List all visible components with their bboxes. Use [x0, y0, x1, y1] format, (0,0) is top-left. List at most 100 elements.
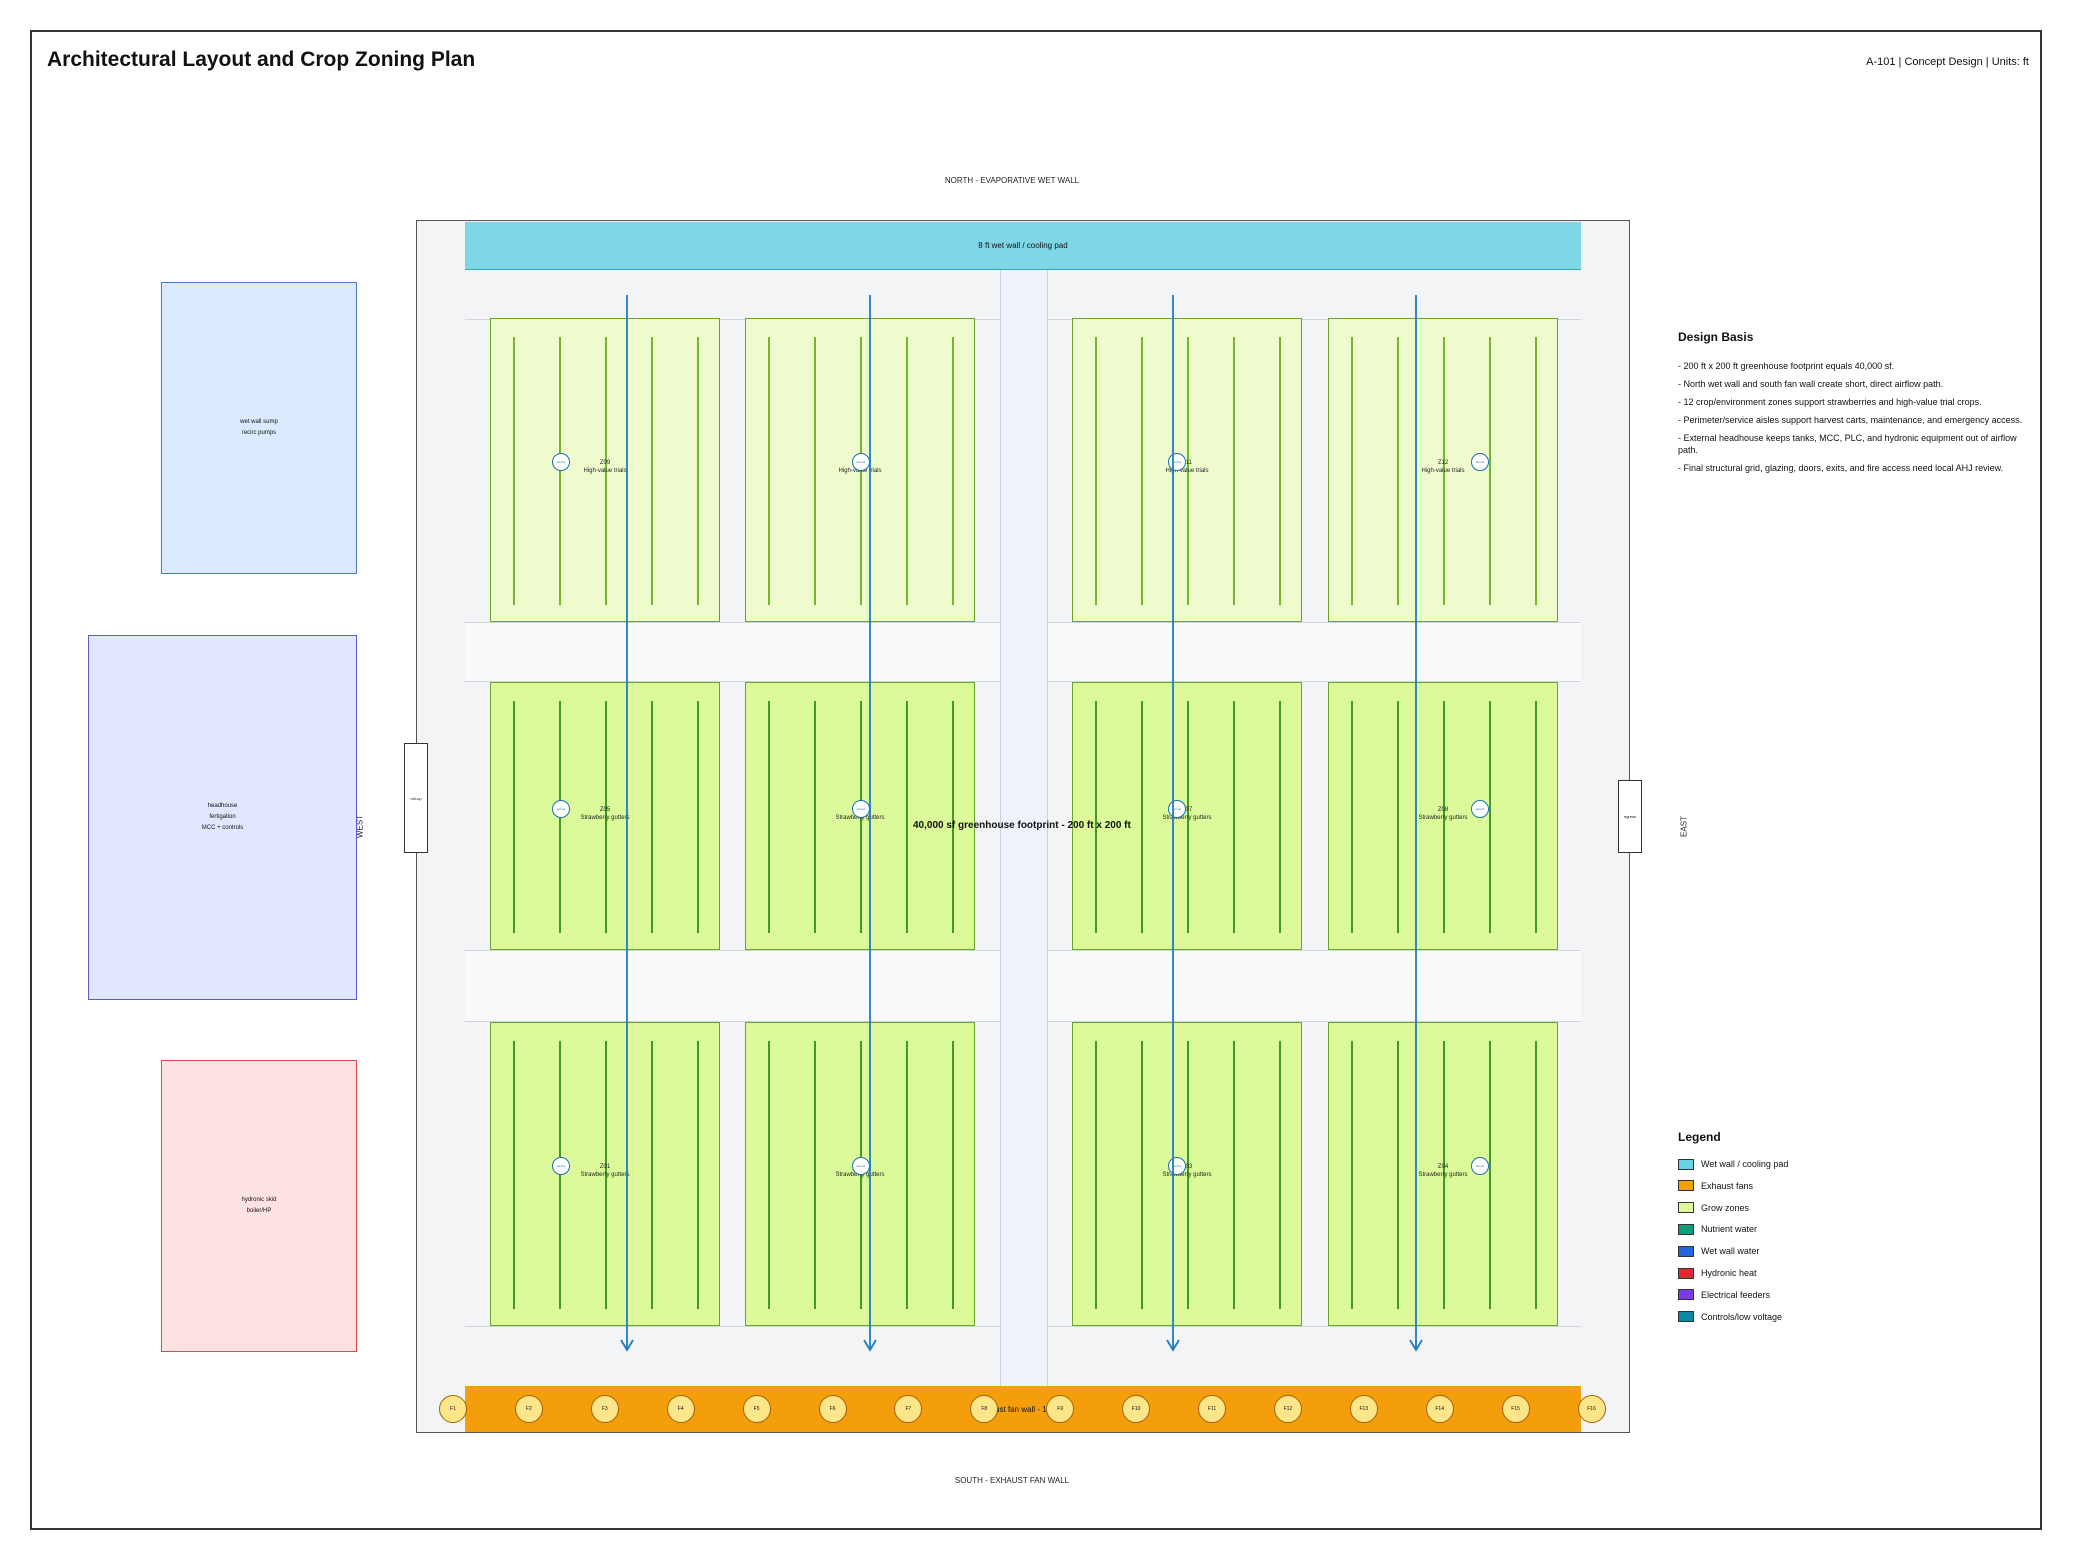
exhaust-fan-icon[interactable]: F10	[1122, 1395, 1151, 1423]
sump-room[interactable]: wet wall sump recirc pumps	[161, 282, 357, 574]
legend-item: Exhaust fans	[1678, 1178, 1753, 1194]
exhaust-fan-icon[interactable]: F6	[818, 1395, 847, 1423]
legend-swatch	[1678, 1289, 1694, 1301]
center-spine-aisle	[1000, 270, 1048, 1386]
zone-sensor-icon[interactable]: sensor	[1168, 799, 1186, 818]
gutter-row	[513, 337, 515, 605]
legend-label: Controls/low voltage	[1701, 1311, 1783, 1322]
legend-item: Nutrient water	[1678, 1221, 1757, 1237]
headhouse[interactable]: headhouse fertigation MCC + controls	[88, 635, 357, 1000]
zone-sensor-icon[interactable]: sensor	[1168, 452, 1186, 471]
legend-item: Wet wall water	[1678, 1243, 1759, 1259]
exhaust-fan-icon[interactable]: F3	[590, 1395, 619, 1423]
east-label: EAST	[1679, 816, 1689, 837]
zone-sensor-icon[interactable]: sensor	[1471, 452, 1489, 471]
gutter-row	[1351, 337, 1353, 605]
gutter-row	[1233, 337, 1235, 605]
hydronic-label-1: hydronic skid	[241, 1197, 277, 1203]
zone-id: Z08	[1437, 807, 1449, 814]
zone-id: Z05	[599, 807, 611, 814]
zone-sensor-icon[interactable]: sensor	[552, 799, 570, 818]
exhaust-fan-icon[interactable]: F9	[1046, 1395, 1075, 1423]
gutter-row	[697, 337, 699, 605]
exhaust-fan-icon[interactable]: F5	[742, 1395, 771, 1423]
exhaust-fan-icon[interactable]: F1	[439, 1395, 467, 1423]
zone-crop: Strawberry gutters	[580, 1171, 630, 1178]
exhaust-fan-icon[interactable]: F2	[514, 1395, 543, 1423]
page-title: Architectural Layout and Crop Zoning Pla…	[47, 48, 476, 71]
gutter-row	[768, 701, 770, 933]
gutter-row	[651, 337, 653, 605]
gutter-row	[860, 337, 862, 605]
gutter-row	[1443, 337, 1445, 605]
gutter-row	[1443, 1041, 1445, 1309]
gutter-row	[1187, 701, 1189, 933]
zone-crop: High-value trials	[1165, 467, 1209, 474]
exhaust-fan-icon[interactable]: F12	[1273, 1395, 1302, 1423]
legend-label: Nutrient water	[1701, 1224, 1758, 1235]
gutter-row	[1095, 337, 1097, 605]
exhaust-fan-icon[interactable]: F14	[1425, 1395, 1454, 1423]
hydronic-skid[interactable]: hydronic skid boiler/HP	[161, 1060, 357, 1352]
exhaust-fan-icon[interactable]: F7	[894, 1395, 923, 1423]
gutter-row	[1187, 1041, 1189, 1309]
gutter-row	[1489, 337, 1491, 605]
gutter-row	[1397, 1041, 1399, 1309]
legend-swatch	[1678, 1267, 1694, 1279]
zone-sensor-icon[interactable]: sensor	[552, 452, 570, 471]
legend-label: Hydronic heat	[1701, 1268, 1757, 1278]
zone-sensor-icon[interactable]: sensor	[852, 799, 870, 818]
gutter-row	[1535, 701, 1537, 933]
zone-sensor-icon[interactable]: sensor	[552, 1156, 570, 1175]
gutter-row	[768, 337, 770, 605]
legend-swatch	[1678, 1311, 1694, 1323]
zone-crop: Strawberry gutters	[1418, 815, 1468, 822]
west-rollup-door[interactable]: roll-up	[404, 743, 428, 853]
gutter-row	[1489, 701, 1491, 933]
exhaust-fan-icon[interactable]: F11	[1198, 1395, 1226, 1423]
exhaust-fan-icon[interactable]: F4	[666, 1395, 695, 1423]
gutter-row	[814, 701, 816, 933]
gutter-row	[1233, 701, 1235, 933]
east-egress-door[interactable]: egress	[1618, 780, 1642, 853]
fan-wall[interactable]: exhaust fan wall - 16 fans	[465, 1386, 1581, 1432]
zone-sensor-icon[interactable]: sensor	[1168, 1156, 1186, 1175]
zone-sensor-icon[interactable]: sensor	[852, 452, 870, 471]
design-basis-title: Design Basis	[1678, 330, 1754, 344]
gutter-row	[1095, 1041, 1097, 1309]
design-basis-list: - 200 ft x 200 ft greenhouse footprint e…	[1678, 360, 2028, 474]
exhaust-fan-icon[interactable]: F13	[1349, 1395, 1378, 1423]
basis-item: - Final structural grid, glazing, doors,…	[1678, 463, 2004, 473]
gutter-row	[605, 701, 607, 933]
design-basis-panel: Design Basis - 200 ft x 200 ft greenhous…	[1678, 330, 2028, 480]
gutter-row	[814, 337, 816, 605]
footprint-label: 40,000 sf greenhouse footprint - 200 ft …	[913, 820, 1131, 831]
exhaust-fan-icon[interactable]: F8	[970, 1395, 999, 1423]
gutter-row	[1397, 701, 1399, 933]
zone-sensor-icon[interactable]: sensor	[1471, 799, 1489, 818]
zone-sensor-icon[interactable]: sensor	[1471, 1156, 1489, 1175]
wet-wall[interactable]: 8 ft wet wall / cooling pad	[465, 222, 1581, 270]
sump-label-2: recirc pumps	[241, 430, 277, 436]
gutter-row	[697, 701, 699, 933]
zone-sensor-icon[interactable]: sensor	[852, 1156, 870, 1175]
zone-crop: Strawberry gutters	[580, 815, 630, 822]
exhaust-fan-icon[interactable]: F16	[1577, 1395, 1606, 1423]
exhaust-fan-icon[interactable]: F15	[1501, 1395, 1530, 1423]
gutter-row	[605, 337, 607, 605]
gutter-row	[1095, 701, 1097, 933]
